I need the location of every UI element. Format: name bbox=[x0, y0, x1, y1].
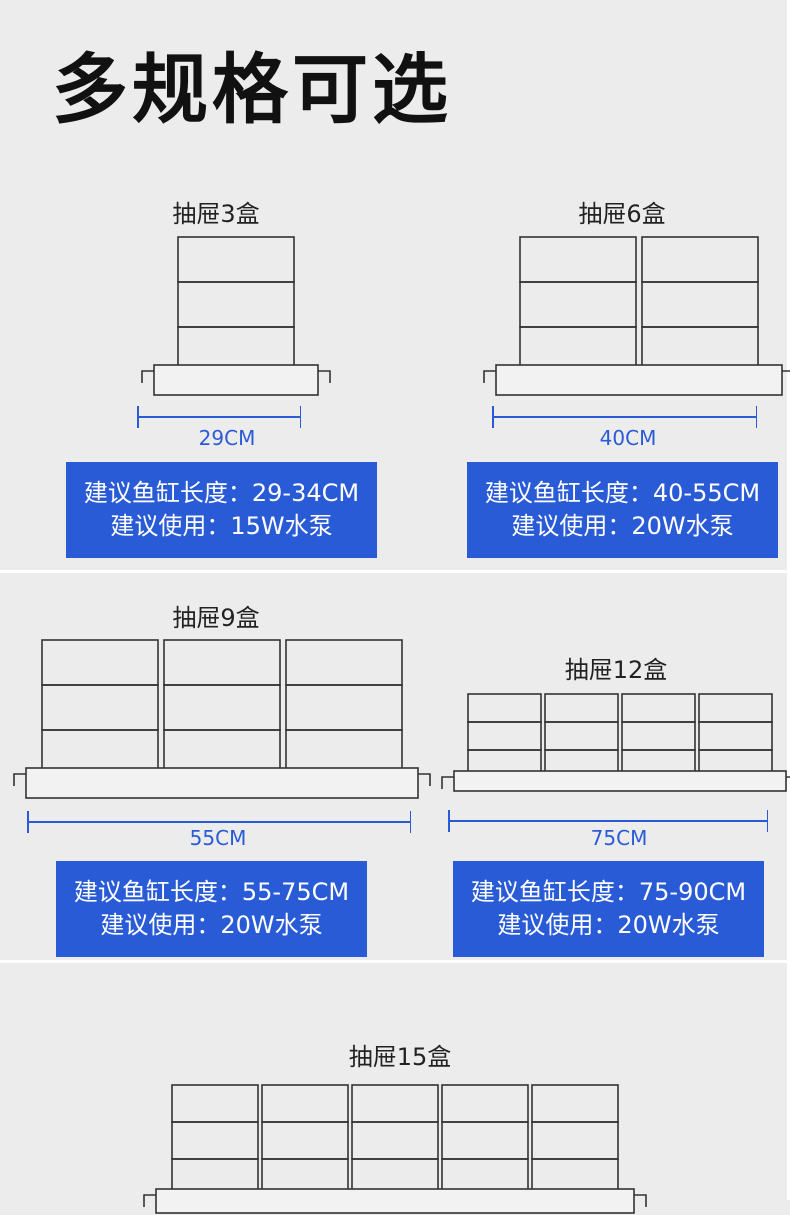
tank-length-text: 建议鱼缸长度：55-75CM bbox=[73, 878, 350, 906]
spec-box: 建议鱼缸长度：40-55CM 建议使用：20W水泵 bbox=[467, 462, 778, 558]
hang-hook bbox=[141, 370, 154, 383]
drawer-box bbox=[177, 281, 295, 328]
spec-box: 建议鱼缸长度：55-75CM 建议使用：20W水泵 bbox=[56, 861, 367, 957]
drawer-illustration bbox=[138, 236, 334, 397]
drawer-box bbox=[441, 1121, 529, 1160]
width-dimension-line bbox=[448, 810, 768, 832]
hang-hook bbox=[13, 773, 26, 786]
drawer-box bbox=[41, 684, 159, 731]
drawer-box bbox=[171, 1084, 259, 1123]
pump-text: 建议使用：20W水泵 bbox=[511, 512, 734, 540]
width-value: 55CM bbox=[189, 826, 247, 850]
drawer-box bbox=[441, 1084, 529, 1123]
drawer-tray bbox=[453, 770, 787, 792]
drawer-box bbox=[261, 1084, 349, 1123]
drawer-illustration bbox=[438, 693, 790, 793]
drawer-box bbox=[261, 1121, 349, 1160]
pump-text: 建议使用：20W水泵 bbox=[497, 911, 720, 939]
drawer-box bbox=[519, 236, 637, 283]
width-value: 75CM bbox=[590, 826, 648, 850]
drawer-tray bbox=[155, 1188, 635, 1214]
drawer-box bbox=[285, 684, 403, 731]
drawer-svg bbox=[141, 236, 331, 396]
width-value: 40CM bbox=[599, 426, 657, 450]
edge-strip bbox=[787, 0, 790, 1200]
page-title: 多规格可选 bbox=[52, 45, 452, 134]
drawer-svg bbox=[441, 693, 790, 792]
pump-text: 建议使用：20W水泵 bbox=[100, 911, 323, 939]
hang-hook bbox=[418, 773, 431, 786]
hang-hook bbox=[143, 1194, 156, 1207]
tank-length-text: 建议鱼缸长度：29-34CM bbox=[83, 479, 360, 507]
drawer-box bbox=[171, 1121, 259, 1160]
drawer-svg bbox=[143, 1084, 647, 1214]
drawer-tray bbox=[495, 364, 783, 396]
drawer-box bbox=[698, 721, 773, 751]
drawer-tray bbox=[25, 767, 419, 799]
drawer-box bbox=[351, 1121, 439, 1160]
width-dimension-line bbox=[492, 406, 757, 428]
drawer-box bbox=[41, 639, 159, 686]
variant-label: 抽屉6盒 bbox=[578, 200, 666, 228]
variant-label: 抽屉9盒 bbox=[172, 604, 260, 632]
drawer-box bbox=[531, 1084, 619, 1123]
divider-strip bbox=[0, 960, 790, 963]
drawer-box bbox=[544, 721, 619, 751]
drawer-svg bbox=[13, 639, 431, 799]
drawer-box bbox=[641, 281, 759, 328]
drawer-tray bbox=[153, 364, 319, 396]
drawer-box bbox=[519, 281, 637, 328]
drawer-box bbox=[351, 1084, 439, 1123]
divider-strip bbox=[0, 570, 790, 573]
drawer-box bbox=[163, 639, 281, 686]
hang-hook bbox=[318, 370, 331, 383]
drawer-box bbox=[467, 693, 542, 723]
width-dimension-line bbox=[137, 406, 301, 428]
variant-label: 抽屉15盒 bbox=[348, 1043, 452, 1071]
drawer-illustration bbox=[480, 236, 790, 397]
spec-box: 建议鱼缸长度：29-34CM 建议使用：15W水泵 bbox=[66, 462, 377, 558]
hang-hook bbox=[441, 776, 454, 789]
tank-length-text: 建议鱼缸长度：75-90CM bbox=[470, 878, 747, 906]
drawer-box bbox=[641, 236, 759, 283]
drawer-box bbox=[163, 684, 281, 731]
hang-hook bbox=[634, 1194, 647, 1207]
spec-box: 建议鱼缸长度：75-90CM 建议使用：20W水泵 bbox=[453, 861, 764, 957]
hang-hook bbox=[782, 370, 790, 372]
drawer-box bbox=[621, 693, 696, 723]
drawer-box bbox=[467, 721, 542, 751]
drawer-box bbox=[544, 693, 619, 723]
hang-hook bbox=[483, 370, 496, 383]
drawer-box bbox=[531, 1121, 619, 1160]
drawer-illustration bbox=[10, 639, 434, 800]
tank-length-text: 建议鱼缸长度：40-55CM bbox=[484, 479, 761, 507]
width-value: 29CM bbox=[198, 426, 256, 450]
drawer-illustration bbox=[140, 1084, 650, 1215]
drawer-svg bbox=[483, 236, 790, 396]
drawer-box bbox=[621, 721, 696, 751]
pump-text: 建议使用：15W水泵 bbox=[110, 512, 333, 540]
drawer-box bbox=[177, 236, 295, 283]
variant-label: 抽屉12盒 bbox=[564, 656, 668, 684]
width-dimension-line bbox=[27, 811, 411, 833]
variant-label: 抽屉3盒 bbox=[172, 200, 260, 228]
drawer-box bbox=[698, 693, 773, 723]
drawer-box bbox=[285, 639, 403, 686]
